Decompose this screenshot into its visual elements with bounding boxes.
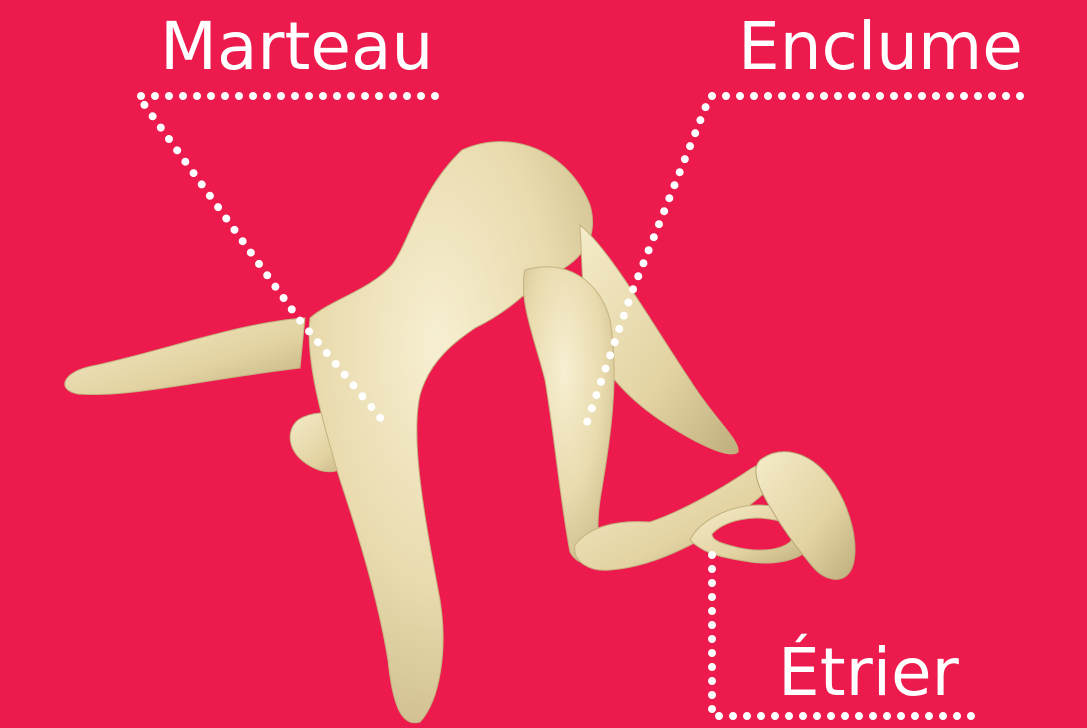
incus-long-process xyxy=(523,267,614,564)
label-stapes: Étrier xyxy=(778,640,959,706)
malleus-lateral-process xyxy=(65,318,305,395)
malleus-bone xyxy=(65,142,593,723)
label-malleus: Marteau xyxy=(160,14,433,80)
stapes-bone xyxy=(575,452,855,580)
label-incus: Enclume xyxy=(738,14,1023,80)
malleus-body xyxy=(309,142,592,723)
